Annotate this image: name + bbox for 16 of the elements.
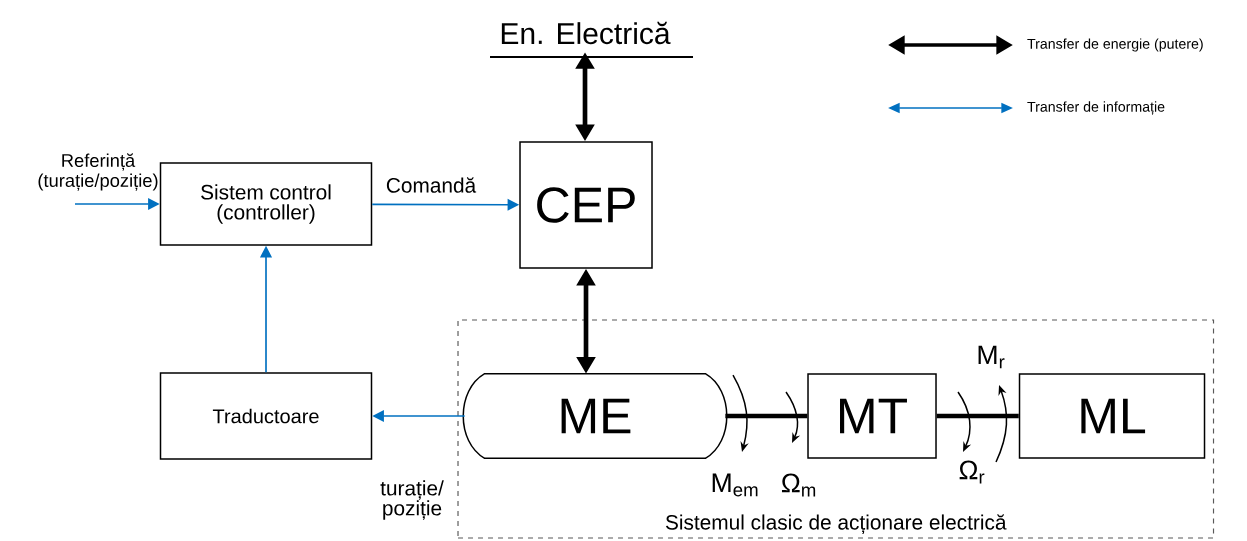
- block-box: CEP: [519, 141, 653, 269]
- block-box: Traductoare: [159, 372, 373, 460]
- motor-block: ME: [462, 372, 728, 460]
- quantity-label: M$_{em}$: [712, 473, 758, 497]
- bus-label: En. Electrică: [489, 21, 694, 58]
- legend-text: Transfer de informație: [1027, 101, 1165, 115]
- quantity-label: Ω$_{r}$: [959, 460, 985, 484]
- block-box: ML: [1018, 373, 1206, 459]
- block-box: MT: [807, 373, 937, 459]
- block-box: Sistem control (controller): [159, 162, 373, 246]
- edge-label: Comandă: [386, 177, 477, 193]
- legend-text: Transfer de energie (putere): [1027, 38, 1203, 52]
- quantity-label: M$_{r}$: [978, 345, 1005, 369]
- edge-label: Referință (turație/poziție): [38, 153, 158, 191]
- edge-label: turație/ poziție: [380, 480, 444, 520]
- quantity-label: Ω$_{m}$: [782, 473, 816, 497]
